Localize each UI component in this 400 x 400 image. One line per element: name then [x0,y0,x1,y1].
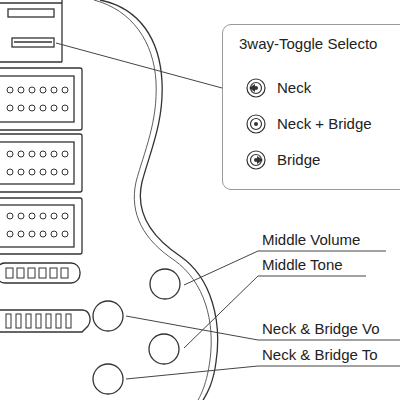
switch-position-icon [245,113,267,135]
switch-position-icon [245,149,267,171]
stud [16,314,21,328]
leader-line [184,251,258,285]
stud [26,314,31,328]
neck-bridge-tone-knob [93,364,123,394]
pole-piece [7,231,13,237]
pole-piece [18,87,24,93]
icon-lever [249,84,255,92]
pole-piece [40,169,46,175]
pole-piece [18,169,24,175]
body-binding [94,0,211,400]
pole-piece [18,231,24,237]
pole-piece [62,213,68,219]
pole-piece [40,213,46,219]
saddle [61,268,68,278]
pole-piece [7,213,13,219]
pole-piece [40,87,46,93]
saddle [6,268,13,278]
pole-piece [62,169,68,175]
tailpiece [0,310,90,332]
saddle [39,268,46,278]
stud [36,314,41,328]
label-underline [258,340,400,341]
switch-position-icon [245,77,267,99]
pole-piece [18,151,24,157]
neck-edge [61,0,62,62]
legend-row: Neck + Bridge [245,113,372,135]
stud [66,314,71,328]
control-label: Middle Tone [262,256,343,274]
pole-piece [18,213,24,219]
pole-piece [29,169,35,175]
bridge [0,263,80,283]
pole-piece [62,87,68,93]
toggle-switch [14,41,52,42]
control-label: Neck & Bridge Vo [262,320,380,338]
pole-piece [40,105,46,111]
legend-text: Bridge [277,151,320,169]
icon-ring [247,79,265,97]
pole-piece [29,105,35,111]
saddle [50,268,57,278]
selector-box: 3way-Toggle SelectoNeckNeck + BridgeBrid… [222,24,400,190]
toggle-switch [12,38,54,47]
pole-piece [29,87,35,93]
icon-ring [251,119,262,130]
legend-row: Neck [245,77,311,99]
tailpiece-studs [6,314,71,328]
leader-line [56,43,222,88]
stud [6,314,11,328]
box-title: 3way-Toggle Selecto [239,35,377,53]
leader-line [126,316,258,340]
pole-piece [40,151,46,157]
icon-ring [247,151,265,169]
saddle [28,268,35,278]
control-label: Middle Volume [262,231,360,249]
pole-piece [7,151,13,157]
pole-piece [62,231,68,237]
saddle [17,268,24,278]
pole-piece [7,105,13,111]
humbucker-pickups [0,68,82,254]
pole-piece [29,151,35,157]
pole-piece [40,231,46,237]
legend-text: Neck + Bridge [277,115,372,133]
pole-piece [7,169,13,175]
label-underline [258,276,366,277]
pole-piece [29,231,35,237]
stud [56,314,61,328]
neck-bridge-volume-knob [93,301,123,331]
neck-edge [0,61,62,62]
legend-text: Neck [277,79,311,97]
icon-ring [247,115,265,133]
control-label: Neck & Bridge To [262,346,378,364]
pole-piece [62,105,68,111]
pole-piece [51,105,57,111]
pole-piece [62,151,68,157]
pole-piece [51,231,57,237]
icon-lever [257,156,263,164]
pole-piece [51,151,57,157]
label-underline [258,366,400,367]
pole-piece [51,213,57,219]
legend-row: Bridge [245,149,320,171]
toggle-switch [8,9,54,17]
neck-edge [0,2,62,3]
pole-piece [51,87,57,93]
leader-line [184,276,258,348]
icon-dot [254,122,258,126]
pole-piece [18,105,24,111]
pole-piece [7,87,13,93]
middle-tone-knob [149,334,179,364]
stud [46,314,51,328]
label-underline [258,251,386,252]
pole-piece [51,169,57,175]
bridge-saddles [6,268,68,278]
pole-piece [29,213,35,219]
middle-volume-knob [150,269,180,299]
leader-line [126,366,258,379]
